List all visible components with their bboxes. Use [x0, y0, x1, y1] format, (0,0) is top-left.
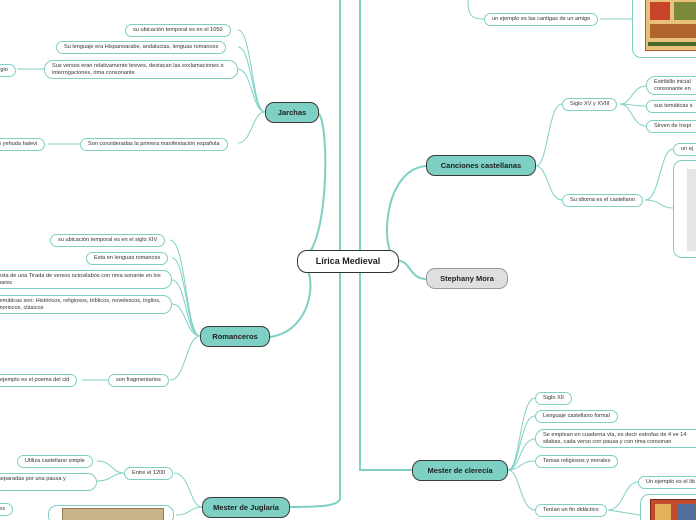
- juglaria-fragment-1[interactable]: nes: [0, 503, 13, 516]
- jarchas-item-2[interactable]: Su lenguaje era Hispanoarabe, andalucias…: [56, 41, 226, 54]
- branch-mester-clerecia[interactable]: Mester de clerecía: [412, 460, 508, 481]
- romanceros-item-4[interactable]: temáticas son: Históricos, religiosos, b…: [0, 295, 172, 314]
- jarchas-fragment-1[interactable]: logio: [0, 64, 16, 77]
- branch-stephany-mora[interactable]: Stephany Mora: [426, 268, 508, 289]
- clerecia-image-frame: [640, 494, 696, 520]
- branch-romanceros[interactable]: Romanceros: [200, 326, 270, 347]
- juglaria-item-2[interactable]: Utiliza castellano simple: [17, 455, 93, 468]
- link-juglaria: [290, 261, 340, 507]
- clerecia-item-3[interactable]: Se emplean en cuaderna vía, es decir est…: [535, 429, 696, 448]
- jarchas-fragment-2[interactable]: 5 yehuda halevi: [0, 138, 45, 151]
- clerecia-item-5[interactable]: Tenían un fin didáctico: [535, 504, 607, 517]
- branch-canciones-castellanas[interactable]: Canciones castellanas: [426, 155, 536, 176]
- canciones-image-placeholder: [687, 169, 696, 251]
- link-canciones: [387, 166, 426, 261]
- link-stephany: [399, 261, 426, 279]
- romanceros-item-1[interactable]: su ubicación temporal es en el siglo XIV: [50, 234, 165, 247]
- clerecia-fragment[interactable]: Un ejemplo es el lib: [638, 476, 696, 489]
- link-clerecia: [360, 0, 412, 470]
- romanceros-item-2[interactable]: Esta en lenguas romances: [86, 252, 168, 265]
- clerecia-item-1[interactable]: Siglo XII: [535, 392, 572, 405]
- canciones-item-1[interactable]: Siglo XV y XVIII: [562, 98, 617, 111]
- jarchas-item-3[interactable]: Sus versos eran relativamente breves, de…: [44, 60, 238, 79]
- juglaria-item-1[interactable]: Entre el 1200: [124, 467, 173, 480]
- branch-jarchas[interactable]: Jarchas: [265, 102, 319, 123]
- canciones-item-4[interactable]: Sirven de Inspi: [646, 120, 696, 133]
- root-node[interactable]: Lírica Medieval: [297, 250, 399, 273]
- jarchas-item-1[interactable]: su ubicación temporal es en el 1050: [125, 24, 231, 37]
- cantigas-image-frame: [632, 0, 696, 58]
- canciones-item-2[interactable]: Estribillo inicial consonante en: [646, 76, 696, 95]
- canciones-item-5[interactable]: Su idioma es el castellano: [562, 194, 643, 207]
- juglaria-image-frame: [48, 505, 174, 520]
- clerecia-item-2[interactable]: Lenguaje castellano formal: [535, 410, 618, 423]
- clerecia-illustration: [650, 499, 696, 520]
- branch-mester-juglaria[interactable]: Mester de Juglaría: [202, 497, 290, 518]
- romanceros-fragment-1[interactable]: ejemplo es el poema del cid: [0, 374, 77, 387]
- romanceros-item-5[interactable]: son fragmentarios: [108, 374, 169, 387]
- clerecia-item-4[interactable]: Temas religiosos y morales: [535, 455, 618, 468]
- juglaria-item-3[interactable]: separadas por una pausa y: [0, 473, 97, 491]
- juglaria-illustration: [62, 508, 164, 520]
- romanceros-item-3[interactable]: esta de una Tirada de versos octosilabos…: [0, 270, 172, 289]
- cantigas-illustration: [645, 0, 696, 51]
- canciones-item-3[interactable]: sus temáticas s: [646, 100, 696, 113]
- canciones-fragment[interactable]: un ej: [673, 143, 696, 156]
- canciones-image-frame: [673, 160, 696, 258]
- cantigas-example[interactable]: un ejemplo es las cantigas de un amigo: [484, 13, 598, 26]
- jarchas-item-4[interactable]: Son consideradas la primera manifestació…: [80, 138, 228, 151]
- link-jarchas: [297, 113, 325, 261]
